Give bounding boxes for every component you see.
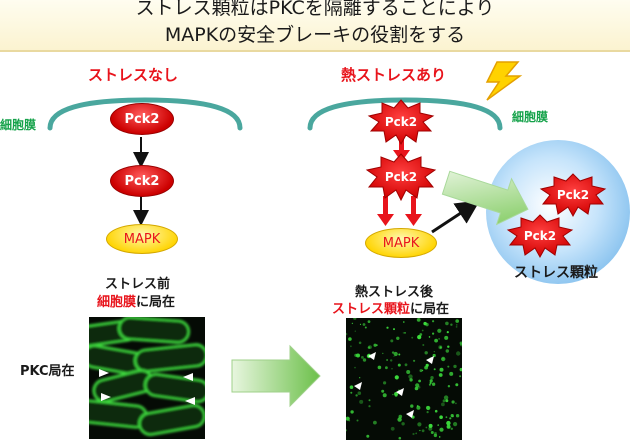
green-arrow-to-granule [441,170,529,226]
white-arrow-markers [354,352,434,418]
title-line-2: MAPKの安全ブレーキの役割をする [164,24,466,46]
left-caption-bottom: 細胞膜に局在 [97,291,175,310]
green-arrow-between-images [231,344,321,408]
right-caption-suffix: に局在 [410,302,450,317]
right-heading: 熱ストレスあり [341,66,447,84]
left-caption-suffix: に局在 [136,295,176,310]
left-membrane-label: 細胞膜 [0,118,37,132]
red-arrow-down-2 [377,196,422,226]
right-caption-top: 熱ストレス後 [355,285,434,300]
stress-granule-label: ストレス顆粒 [514,265,598,281]
title-line-1: ストレス顆粒はPKCを隔離することにより [135,0,495,19]
pck2-node-right-1: Pck2 [384,115,418,129]
pck2-star-right-top [367,99,435,146]
white-arrow-markers [99,369,195,405]
right-membrane-label: 細胞膜 [512,110,549,124]
pck2-node-right-2: Pck2 [384,170,418,184]
lightning-bolt-icon [485,61,523,101]
right-membrane [307,97,503,131]
left-membrane [47,97,243,131]
title-banner: ストレス顆粒はPKCを隔離することにより MAPKの安全ブレーキの役割をする [0,0,630,52]
pck2-star-granule-1 [539,173,607,218]
left-heading: ストレスなし [88,66,179,84]
pkc-localization-label: PKC局在 [20,364,75,379]
pck2-node-left-1: Pck2 [110,103,174,135]
left-caption-top: ストレス前 [105,277,171,292]
micrograph-before-stress [89,317,205,439]
pck2-node-left-2: Pck2 [110,165,174,197]
micrograph-after-heat-stress [346,318,462,440]
mapk-node-left: MAPK [106,224,178,254]
right-caption-highlight: ストレス顆粒 [332,302,411,317]
granule-pck2-2: Pck2 [523,229,557,243]
left-caption-highlight: 細胞膜 [97,295,137,310]
mapk-node-right: MAPK [365,228,437,258]
granule-pck2-1: Pck2 [556,188,590,202]
pck2-star-right-mid [365,153,437,202]
pck2-star-granule-2 [506,214,574,259]
right-caption-bottom: ストレス顆粒に局在 [332,298,449,317]
